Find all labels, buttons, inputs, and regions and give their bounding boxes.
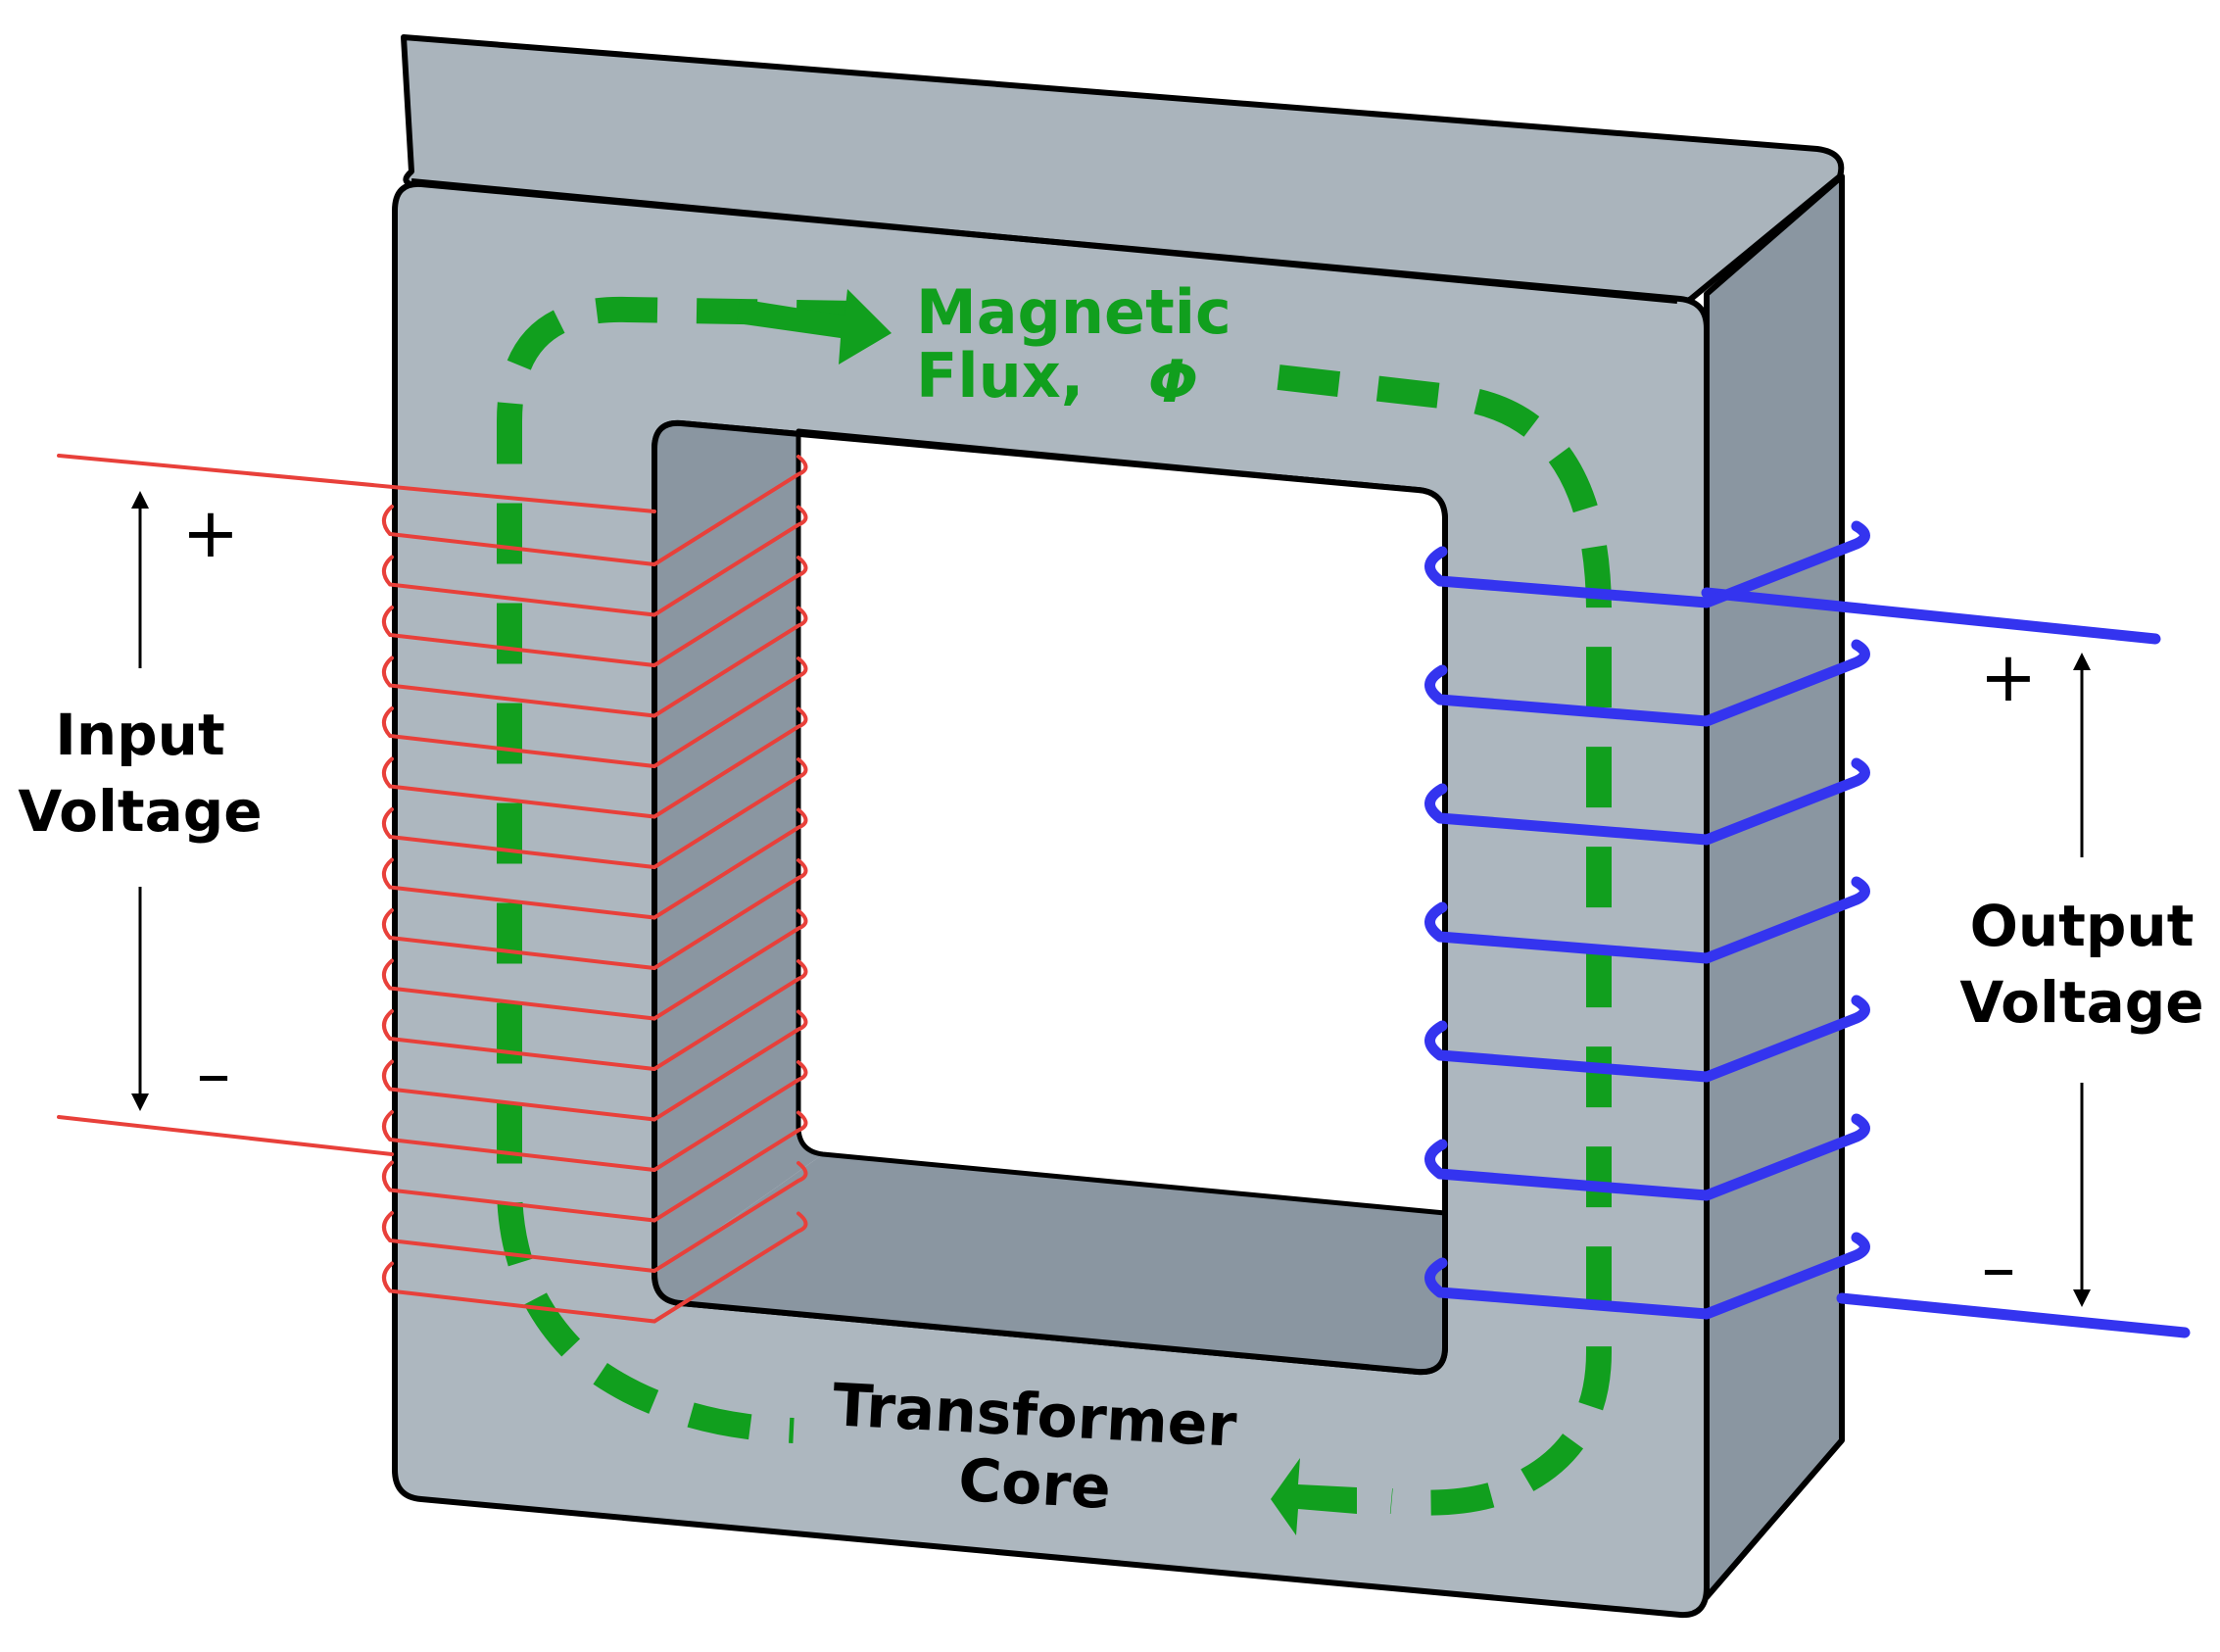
- secondary-turn: [1424, 639, 1870, 727]
- secondary-winding: [1424, 520, 2191, 1338]
- secondary-lead-top: [1701, 587, 2161, 645]
- secondary-lead-bottom: [1836, 1292, 2191, 1338]
- secondary-turn: [1424, 757, 1870, 846]
- primary-lead-bottom: [57, 1115, 394, 1156]
- primary-turn: [382, 1110, 808, 1223]
- flux-arrow-bottom: [1271, 1458, 1357, 1535]
- primary-turn: [382, 908, 808, 1021]
- secondary-turn: [1424, 876, 1870, 964]
- secondary-turn: [1424, 520, 1870, 608]
- secondary-turn: [1424, 995, 1870, 1083]
- primary-turn: [382, 959, 808, 1072]
- primary-turn: [382, 505, 808, 617]
- flux-arrow-top: [737, 289, 892, 364]
- flux-label-line2: Flux,: [916, 340, 1084, 412]
- primary-turn: [382, 807, 808, 920]
- output-plus-sign: +: [1980, 637, 2038, 717]
- core-label-line2: Core: [957, 1446, 1113, 1523]
- primary-lead-top: [57, 454, 656, 513]
- primary-winding: [57, 454, 808, 1324]
- core-side-face: [1704, 173, 1845, 1600]
- primary-turn: [382, 706, 808, 819]
- input-voltage-label-line2: Voltage: [18, 778, 262, 845]
- output-voltage-label-line2: Voltage: [1959, 969, 2203, 1036]
- secondary-turn: [1424, 1232, 1870, 1320]
- transformer-core: [392, 34, 1845, 1619]
- core-window-opening: [796, 428, 1448, 1216]
- primary-turn: [382, 757, 808, 870]
- primary-turn: [382, 1161, 808, 1274]
- primary-turn: [382, 858, 808, 971]
- primary-turn: [382, 1211, 808, 1324]
- primary-turn: [382, 656, 808, 769]
- primary-turn: [382, 1009, 808, 1122]
- magnetic-flux-path: [497, 289, 1612, 1535]
- primary-turn: [382, 1060, 808, 1173]
- primary-turn: [382, 455, 808, 567]
- flux-label-line1: Magnetic: [916, 276, 1231, 348]
- input-plus-sign: +: [182, 493, 240, 573]
- output-minus-sign: –: [1982, 1228, 2016, 1308]
- output-voltage-label-line1: Output: [1970, 893, 2195, 959]
- flux-phi-symbol: Φ: [1148, 348, 1198, 416]
- input-minus-sign: –: [197, 1034, 231, 1114]
- input-voltage-label-line1: Input: [55, 702, 224, 768]
- secondary-turn: [1424, 1113, 1870, 1201]
- primary-turn: [382, 556, 808, 668]
- primary-turn: [382, 606, 808, 718]
